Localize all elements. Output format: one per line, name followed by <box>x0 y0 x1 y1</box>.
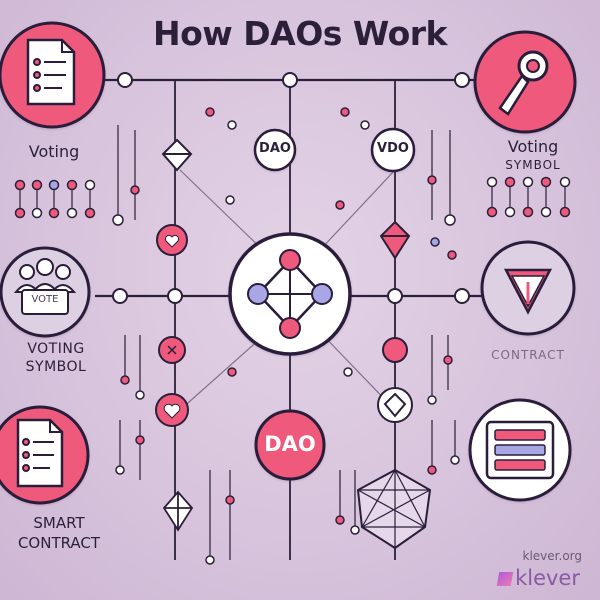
document-list-icon <box>0 21 106 129</box>
label-voting-right-line1: Voting <box>507 137 559 156</box>
label-voting-symbol-right: Voting SYMBOL <box>478 138 588 174</box>
smart-contract-document-icon <box>0 405 90 505</box>
label-voting-right-line2: SYMBOL <box>505 158 561 172</box>
vote-card-label: VOTE <box>31 294 59 305</box>
dao-node-bottom <box>254 409 326 481</box>
page-title: How DAOs Work <box>153 14 448 53</box>
label-smart-contract-line2: CONTRACT <box>17 534 101 552</box>
dao-label-bottom: DAO <box>264 432 316 456</box>
shield-icon <box>480 240 576 336</box>
diamond-icon <box>162 490 194 532</box>
dao-node-top-right <box>370 127 416 173</box>
heart-icon <box>158 336 186 364</box>
watermark-logo: klever <box>496 566 580 590</box>
label-voting-symbol-line2: SYMBOL <box>25 359 87 375</box>
key-icon <box>473 30 577 134</box>
dao-label-top-left: DAO <box>259 141 291 156</box>
list-panel-icon <box>468 398 572 502</box>
label-smart-contract: SMART CONTRACT <box>4 513 114 553</box>
dao-label-top-right: VDO <box>377 141 409 156</box>
dao-node-top-left <box>253 128 297 172</box>
klever-logo-icon <box>496 572 514 586</box>
heart-icon <box>156 224 188 256</box>
heart-icon <box>155 393 189 427</box>
diamond-icon <box>379 220 411 260</box>
decor-dots <box>14 107 571 565</box>
small-node <box>382 337 408 363</box>
watermark-brand: klever <box>515 566 580 590</box>
polyhedron-icon <box>356 468 432 550</box>
label-smart-contract-line1: SMART <box>33 514 85 532</box>
label-voting-symbol-left: VOTING SYMBOL <box>6 340 106 376</box>
diamond-icon <box>377 387 413 423</box>
label-voting-left: Voting <box>28 142 80 161</box>
watermark-site: klever.org <box>522 549 582 563</box>
junction-nodes <box>112 72 470 304</box>
label-voting-symbol-line1: VOTING <box>27 341 85 357</box>
diamond-icon <box>161 138 193 172</box>
hub-network-icon <box>228 232 352 356</box>
voting-group-icon <box>0 246 91 338</box>
label-contract-right: CONTRACT <box>491 348 565 362</box>
